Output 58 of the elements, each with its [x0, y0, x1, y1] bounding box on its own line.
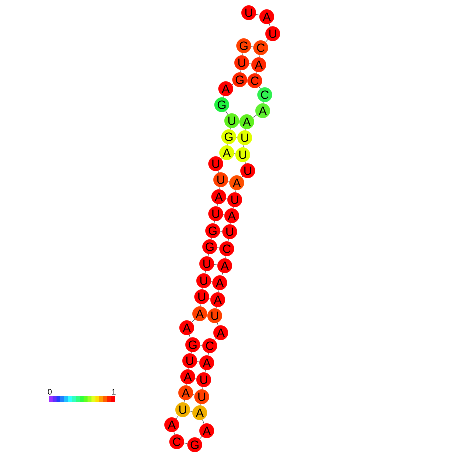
- backbone-line: [211, 238, 212, 240]
- base-pair-line: [226, 198, 228, 199]
- backbone-line: [256, 14, 260, 16]
- backbone-line: [202, 387, 204, 390]
- backbone-line: [184, 442, 188, 444]
- backbone-line: [189, 334, 191, 338]
- base-pair-line: [209, 298, 211, 299]
- backbone-line: [259, 86, 261, 90]
- backbone-line: [176, 416, 179, 420]
- backbone-line: [228, 239, 230, 242]
- backbone-line: [200, 436, 202, 440]
- backbone-line: [216, 307, 217, 309]
- base-pair-line: [223, 214, 225, 216]
- backbone-line: [240, 70, 242, 73]
- backbone-line: [226, 111, 228, 115]
- base-pair-line: [190, 411, 193, 412]
- base-pair-line: [200, 345, 203, 346]
- base-pair-line: [214, 264, 218, 266]
- backbone-line: [208, 353, 210, 356]
- backbone-line: [192, 319, 196, 323]
- backbone-line: [230, 223, 232, 225]
- backbone-line: [208, 254, 210, 257]
- backbone-line: [200, 304, 202, 307]
- base-pair-line: [220, 231, 223, 232]
- backbone-line: [256, 72, 258, 74]
- backbone-line: [214, 221, 216, 224]
- backbone-line: [188, 368, 190, 370]
- backbone-line: [217, 322, 219, 326]
- backbone-line: [205, 271, 206, 274]
- backbone-line: [202, 420, 205, 424]
- backbone-line: [200, 404, 202, 406]
- backbone-line: [252, 114, 258, 118]
- backbone-line: [242, 176, 244, 178]
- scale-label: 1: [112, 389, 116, 395]
- backbone-line: [222, 272, 224, 276]
- backbone-line: [186, 384, 188, 386]
- base-pair-line: [251, 46, 254, 48]
- backbone-line: [242, 53, 244, 56]
- backbone-line: [230, 128, 231, 130]
- backbone-line: [218, 170, 220, 174]
- backbone-line: [191, 352, 192, 354]
- base-pair-line: [192, 394, 196, 396]
- backbone-line: [202, 288, 204, 290]
- backbone-line: [244, 162, 246, 164]
- base-pair-line: [195, 378, 197, 379]
- backbone-line: [269, 24, 271, 28]
- backbone-line: [218, 290, 220, 293]
- backbone-line: [266, 39, 268, 43]
- backbone-line: [214, 338, 216, 341]
- backbone-line: [217, 204, 218, 207]
- backbone-line: [233, 207, 234, 209]
- backbone-line: [174, 432, 176, 436]
- backbone-line: [232, 84, 234, 86]
- base-pair-line: [228, 181, 230, 182]
- backbone-line: [205, 370, 206, 373]
- backbone-line: [184, 400, 186, 403]
- scale-label: 0: [48, 389, 52, 395]
- base-pair-line: [236, 137, 238, 138]
